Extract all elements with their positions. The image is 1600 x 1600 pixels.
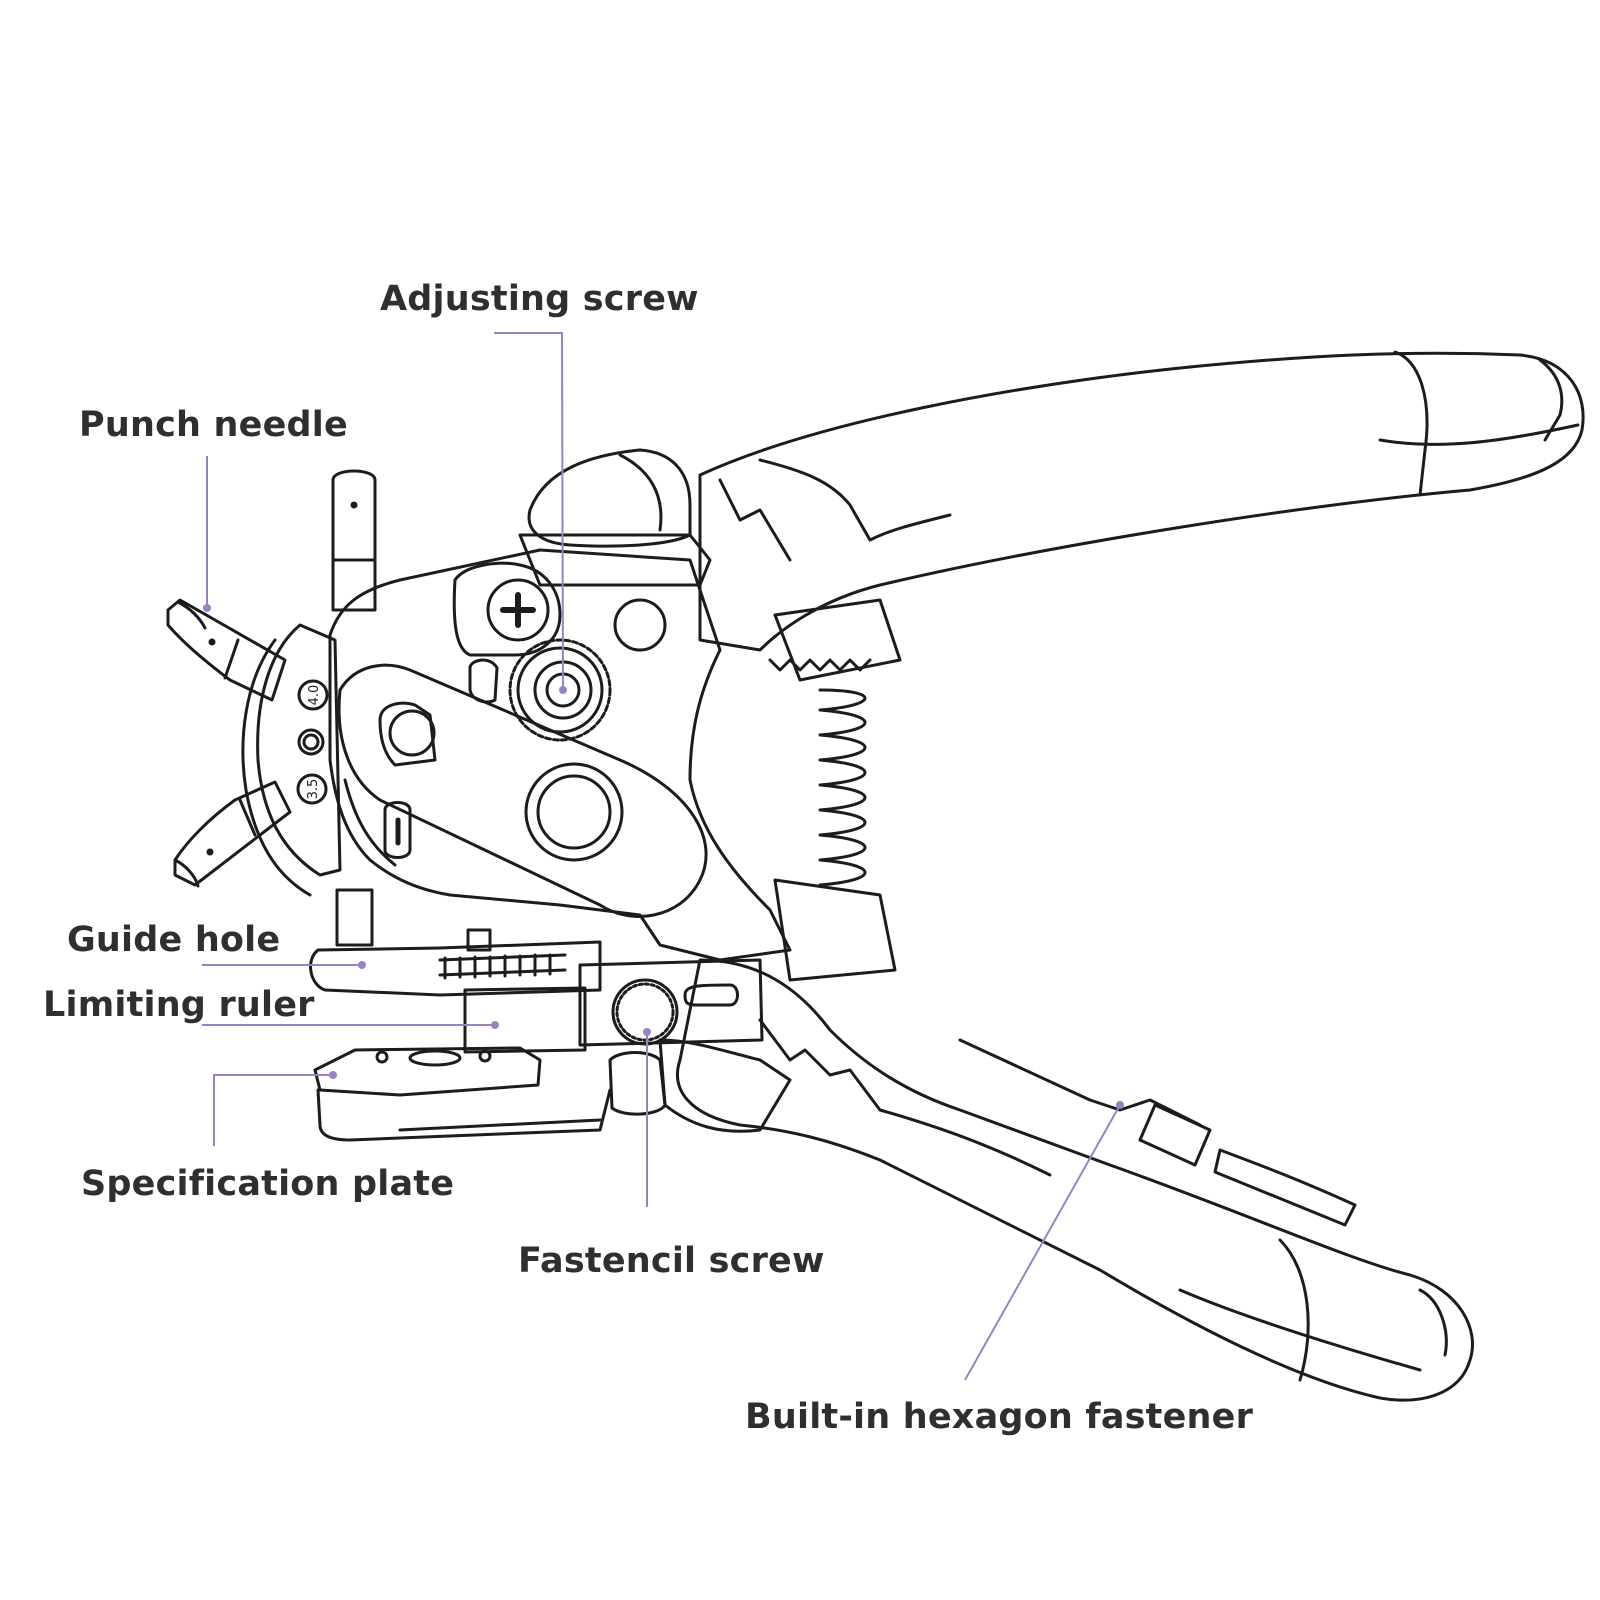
spring-housings (773, 598, 902, 982)
upper-handle (698, 350, 1585, 652)
leader-lines (202, 332, 1121, 1381)
guide-hole-label: Guide hole (67, 920, 281, 960)
lever-arm (337, 663, 708, 918)
punch-needles (166, 469, 377, 947)
rotating-wheel (241, 623, 342, 897)
adjusting-screw-label: Adjusting screw (380, 279, 699, 319)
fastencil-screw-post (608, 1051, 667, 1116)
specification-plate-label: Specification plate (81, 1164, 455, 1204)
limiting-ruler-label: Limiting ruler (43, 985, 315, 1025)
side-knob (468, 598, 667, 704)
phillips-screw (452, 561, 562, 657)
leader-hexagon-fastener (964, 1104, 1121, 1381)
head-cap (518, 448, 712, 587)
adjusting-screw (508, 638, 612, 742)
specification-plate (313, 1046, 612, 1142)
leader-adjusting-screw (494, 332, 564, 691)
leader-specification-plate (213, 1074, 333, 1146)
wheel-mark-bottom: 3.5 (306, 779, 321, 800)
spring (818, 688, 867, 887)
punch-needle-label: Punch needle (79, 405, 348, 445)
fastencil-screw-label: Fastencil screw (518, 1241, 825, 1281)
lower-jaw (658, 1038, 792, 1133)
lower-handle (676, 958, 1474, 1402)
builtin-hexagon-fastener-label: Built-in hexagon fastener (745, 1397, 1254, 1437)
main-body (328, 548, 872, 962)
leader-dots (203, 604, 1124, 1109)
wheel-mark-top: 4.0 (307, 685, 322, 706)
